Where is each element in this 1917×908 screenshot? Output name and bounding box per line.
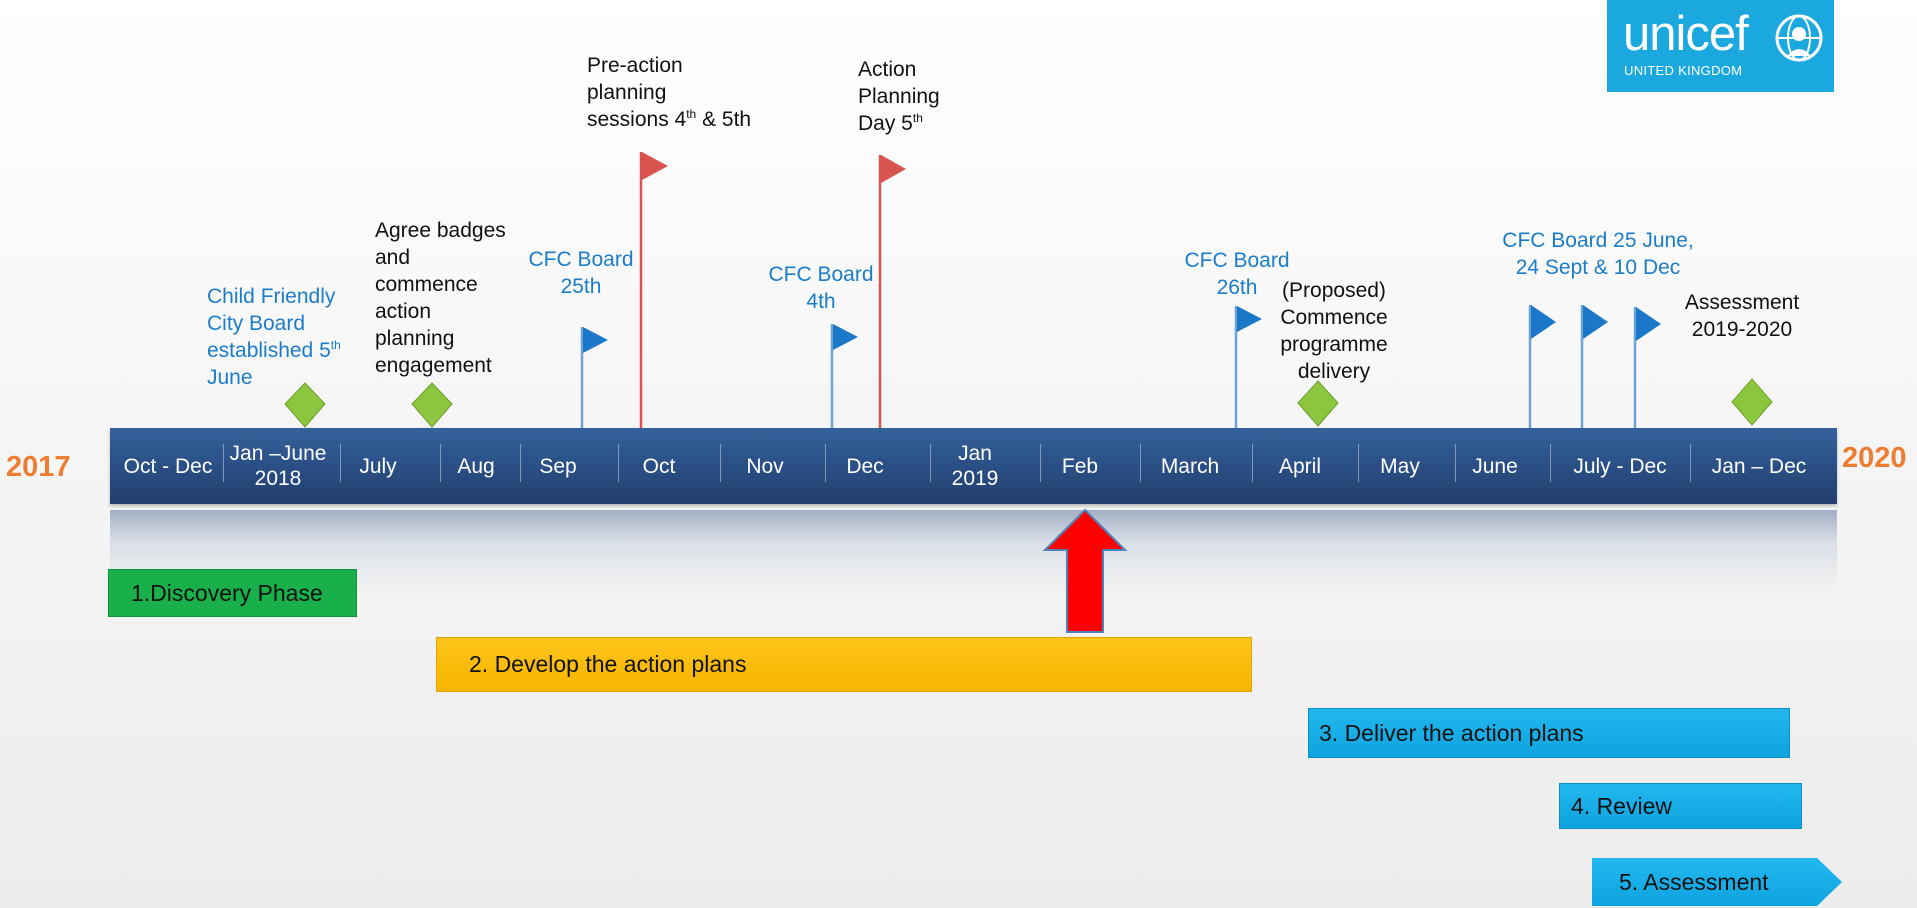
red-flag-icon — [639, 152, 668, 428]
phase-review: 4. Review — [1559, 783, 1802, 829]
month-divider — [223, 444, 224, 482]
month-dec: Dec — [846, 454, 884, 478]
milestone-agree-badges: Agree badges and commence action plannin… — [375, 219, 506, 377]
blue-flag-icon — [830, 324, 858, 428]
milestone-action-planning-day: Action Planning Day 5th — [858, 58, 940, 135]
month-divider — [1140, 444, 1141, 482]
logo-subtitle: UNITED KINGDOM — [1624, 63, 1743, 78]
month-divider — [930, 444, 931, 482]
month-july-dec: July - Dec — [1573, 454, 1667, 478]
milestone-commence-delivery: (Proposed) Commence programme delivery — [1280, 279, 1388, 383]
month-divider — [1358, 444, 1359, 482]
milestone-diamond-icon — [1297, 380, 1339, 427]
phase-discovery: 1.Discovery Phase — [108, 569, 357, 617]
month-divider — [1252, 444, 1253, 482]
month-divider — [1040, 444, 1041, 482]
month-march: March — [1160, 454, 1220, 478]
month-divider — [720, 444, 721, 482]
milestone-cfc-board-4th: CFC Board 4th — [768, 263, 874, 313]
phase-assessment: 5. Assessment — [1592, 858, 1842, 906]
month-july: July — [359, 454, 397, 478]
month-divider — [825, 444, 826, 482]
logo-wordmark: unicef — [1623, 7, 1749, 61]
red-flag-icon — [878, 155, 906, 428]
milestone-assessment: Assessment 2019-2020 — [1684, 291, 1800, 341]
month-divider — [618, 444, 619, 482]
phase-deliver-action-plans: 3. Deliver the action plans — [1308, 708, 1790, 758]
milestone-diamond-icon — [411, 382, 453, 428]
month-divider — [520, 444, 521, 482]
month-oct-dec: Oct - Dec — [123, 454, 213, 478]
current-position-arrow-icon — [1042, 508, 1128, 633]
milestone-cfc-board-25th: CFC Board 25th — [528, 248, 634, 298]
blue-flag-icon — [1633, 307, 1661, 428]
month-sep: Sep — [539, 454, 577, 478]
blue-flag-icon — [580, 327, 608, 428]
milestone-diamond-icon — [284, 382, 326, 428]
month-divider — [1690, 444, 1691, 482]
milestone-pre-action-planning: Pre-action planning sessions 4th & 5th — [587, 54, 752, 131]
milestone-cfc-board-june-sept-dec: CFC Board 25 June, 24 Sept & 10 Dec — [1502, 229, 1694, 279]
month-jan-dec: Jan – Dec — [1711, 454, 1807, 478]
month-divider — [340, 444, 341, 482]
month-oct: Oct — [642, 454, 676, 478]
month-april: April — [1278, 454, 1321, 478]
milestone-diamond-icon — [1731, 378, 1773, 426]
unicef-emblem-icon — [1775, 14, 1823, 62]
month-divider — [1550, 444, 1551, 482]
blue-flag-icon — [1580, 305, 1608, 428]
blue-flag-icon — [1234, 306, 1262, 428]
end-year: 2020 — [1842, 442, 1907, 474]
month-may: May — [1380, 454, 1420, 478]
blue-flag-icon — [1528, 305, 1556, 428]
timeline-reflection — [110, 510, 1837, 590]
start-year: 2017 — [6, 451, 71, 483]
month-divider — [440, 444, 441, 482]
unicef-logo: unicef UNITED KINGDOM — [1607, 0, 1834, 92]
milestone-cfc-established: Child Friendly City Board established 5t… — [207, 285, 341, 389]
month-divider — [1455, 444, 1456, 482]
month-aug: Aug — [457, 454, 495, 478]
month-june: June — [1472, 454, 1518, 478]
month-feb: Feb — [1061, 454, 1099, 478]
month-nov: Nov — [746, 454, 784, 478]
phase-develop-action-plans: 2. Develop the action plans — [436, 637, 1252, 692]
milestone-cfc-board-26th: CFC Board 26th — [1184, 249, 1290, 299]
